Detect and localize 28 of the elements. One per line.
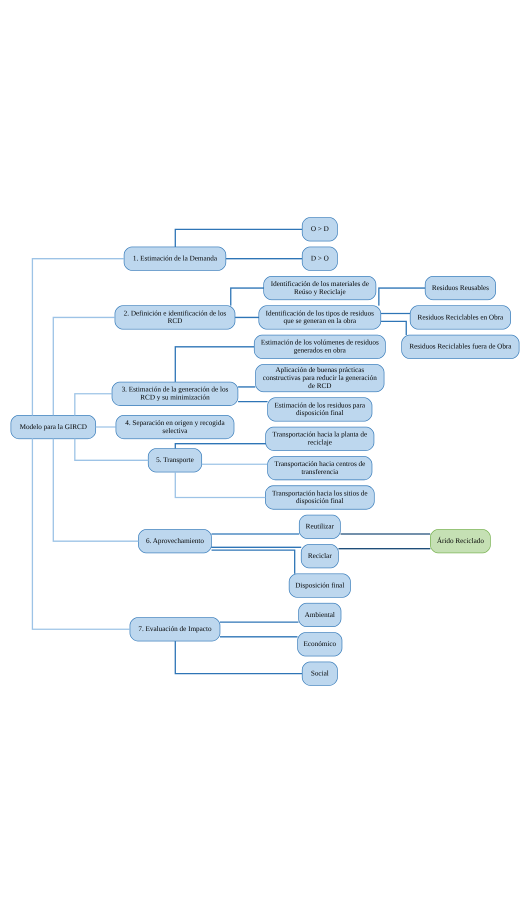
connector <box>212 546 302 548</box>
connector <box>32 438 130 630</box>
connector <box>238 386 256 388</box>
connector <box>174 442 266 448</box>
connector <box>202 463 268 464</box>
connector <box>212 548 296 574</box>
connector <box>32 258 124 415</box>
connector <box>238 400 268 402</box>
connector <box>212 532 300 534</box>
connector <box>174 472 266 498</box>
connector <box>74 392 112 415</box>
connector <box>96 426 116 428</box>
connector <box>338 548 430 549</box>
connector <box>52 316 115 415</box>
connector <box>74 438 148 460</box>
connector <box>226 258 302 259</box>
connector <box>52 438 138 542</box>
connector <box>174 640 302 674</box>
connector <box>174 228 302 246</box>
connector <box>340 532 430 534</box>
connector <box>220 620 298 622</box>
connector <box>378 286 426 306</box>
connector <box>230 286 264 306</box>
connector <box>235 316 259 318</box>
connector <box>381 320 407 334</box>
connector <box>380 312 410 314</box>
connector <box>220 636 298 637</box>
connector <box>174 346 254 382</box>
